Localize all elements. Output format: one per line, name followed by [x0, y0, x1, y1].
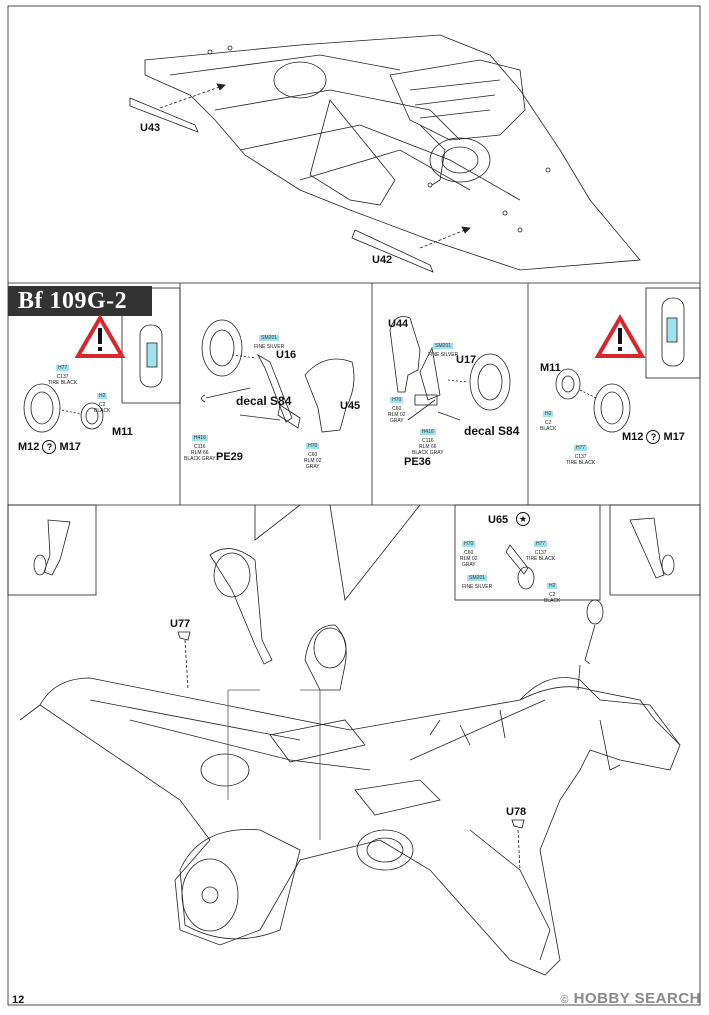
color-callout-tail-leg: H70 C60 RLM 02 GRAY: [460, 541, 478, 568]
watermark: © HOBBY SEARCH: [560, 990, 701, 1007]
color-callout-right-hub: H2 C2 BLACK: [540, 411, 557, 432]
u42-part: [351, 229, 434, 273]
wing-underside-drawing: [144, 34, 641, 271]
u78-part: [511, 819, 525, 829]
u43-part: [129, 97, 199, 133]
part-label-pe36: PE36: [404, 456, 431, 468]
color-callout-left-door: H70 C60 RLM 02 GRAY: [304, 443, 322, 470]
color-callout-tail-tire: H77 C137 TIRE BLACK: [526, 541, 556, 562]
main-gear-detail-left: [209, 548, 273, 665]
color-chip: H70: [462, 541, 476, 547]
color-chip: H2: [97, 393, 108, 399]
part-label-u43: U43: [140, 122, 161, 134]
option-m12: M12: [18, 440, 40, 453]
color-callout-right-tire: H77 C137 TIRE BLACK: [566, 445, 596, 466]
part-label-m11-right: M11: [540, 362, 561, 374]
main-gear-detail-right: [304, 624, 347, 691]
color-chip: H77: [56, 365, 70, 371]
option-m17: M17: [59, 440, 81, 453]
part-label-m11-left: M11: [112, 426, 133, 438]
part-label-u44: U44: [388, 318, 409, 330]
copyright-symbol: ©: [560, 994, 569, 1006]
question-circle-icon: ?: [646, 430, 661, 444]
page-number: 12: [12, 994, 25, 1006]
part-label-u77: U77: [170, 618, 191, 630]
color-callout-tail-silver: SM201 FINE SILVER: [462, 575, 493, 590]
color-chip: H70: [306, 443, 320, 449]
u77-part: [177, 631, 191, 641]
gear-inset-right: [609, 504, 701, 596]
page-border: [7, 5, 701, 1006]
color-callout-left-tire: H77 C137 TIRE BLACK: [48, 365, 78, 386]
left-main-gear-assembly: [201, 319, 355, 433]
color-callout-left-leg: H416 C116 RLM 66 BLACK GRAY: [184, 435, 216, 462]
color-callout-tail-hub: H2 C2 BLACK: [544, 583, 561, 604]
color-chip: SM201: [467, 575, 488, 581]
color-chip: SM201: [433, 343, 454, 349]
option-label-right: M12 ? M17: [622, 430, 685, 444]
color-callout-right-leg: H416 C116 RLM 66 BLACK GRAY: [412, 429, 444, 456]
callout-cone-left: [254, 504, 301, 541]
star-circle-icon: ★: [516, 512, 530, 526]
question-circle-icon: ?: [42, 440, 57, 454]
right-tire-assembly: [555, 368, 631, 433]
part-label-u78: U78: [506, 806, 527, 818]
tail-wheel-inset: [454, 504, 601, 601]
color-chip: H2: [547, 583, 558, 589]
part-label-u65: U65: [488, 514, 509, 526]
part-label-pe29: PE29: [216, 451, 243, 463]
color-callout-right-silver: SM201 FINE SILVER: [428, 343, 459, 358]
color-callout-right-door: H70 C60 RLM 02 GRAY: [388, 397, 406, 424]
right-main-gear-assembly: [389, 316, 511, 421]
option-label-left: M12 ? M17: [18, 440, 81, 454]
color-chip: H70: [390, 397, 404, 403]
decal-label-left: decal S84: [236, 394, 292, 408]
section-title-banner: Bf 109G-2: [8, 286, 152, 316]
color-callout-left-hub: H2 C2 BLACK: [94, 393, 111, 414]
option-m17: M17: [663, 430, 685, 443]
gear-inset-left: [7, 504, 97, 596]
left-tire-assembly: [23, 383, 104, 433]
decal-label-right: decal S84: [464, 424, 520, 438]
option-m12: M12: [622, 430, 644, 443]
color-chip: SM201: [259, 335, 280, 341]
part-label-u42: U42: [372, 254, 393, 266]
color-chip: H77: [574, 445, 588, 451]
color-callout-left-silver: SM201 FINE SILVER: [254, 335, 285, 350]
color-chip: H416: [419, 429, 436, 435]
part-label-u45: U45: [340, 400, 361, 412]
part-label-u17: U17: [456, 354, 477, 366]
airframe-drawing: [19, 599, 681, 976]
part-label-u16: U16: [276, 349, 297, 361]
color-chip: H416: [191, 435, 208, 441]
watermark-text: HOBBY SEARCH: [573, 990, 701, 1007]
color-chip: H77: [534, 541, 548, 547]
mask-inset-right: [645, 287, 701, 379]
color-chip: H2: [543, 411, 554, 417]
callout-cone-right: [329, 504, 421, 601]
